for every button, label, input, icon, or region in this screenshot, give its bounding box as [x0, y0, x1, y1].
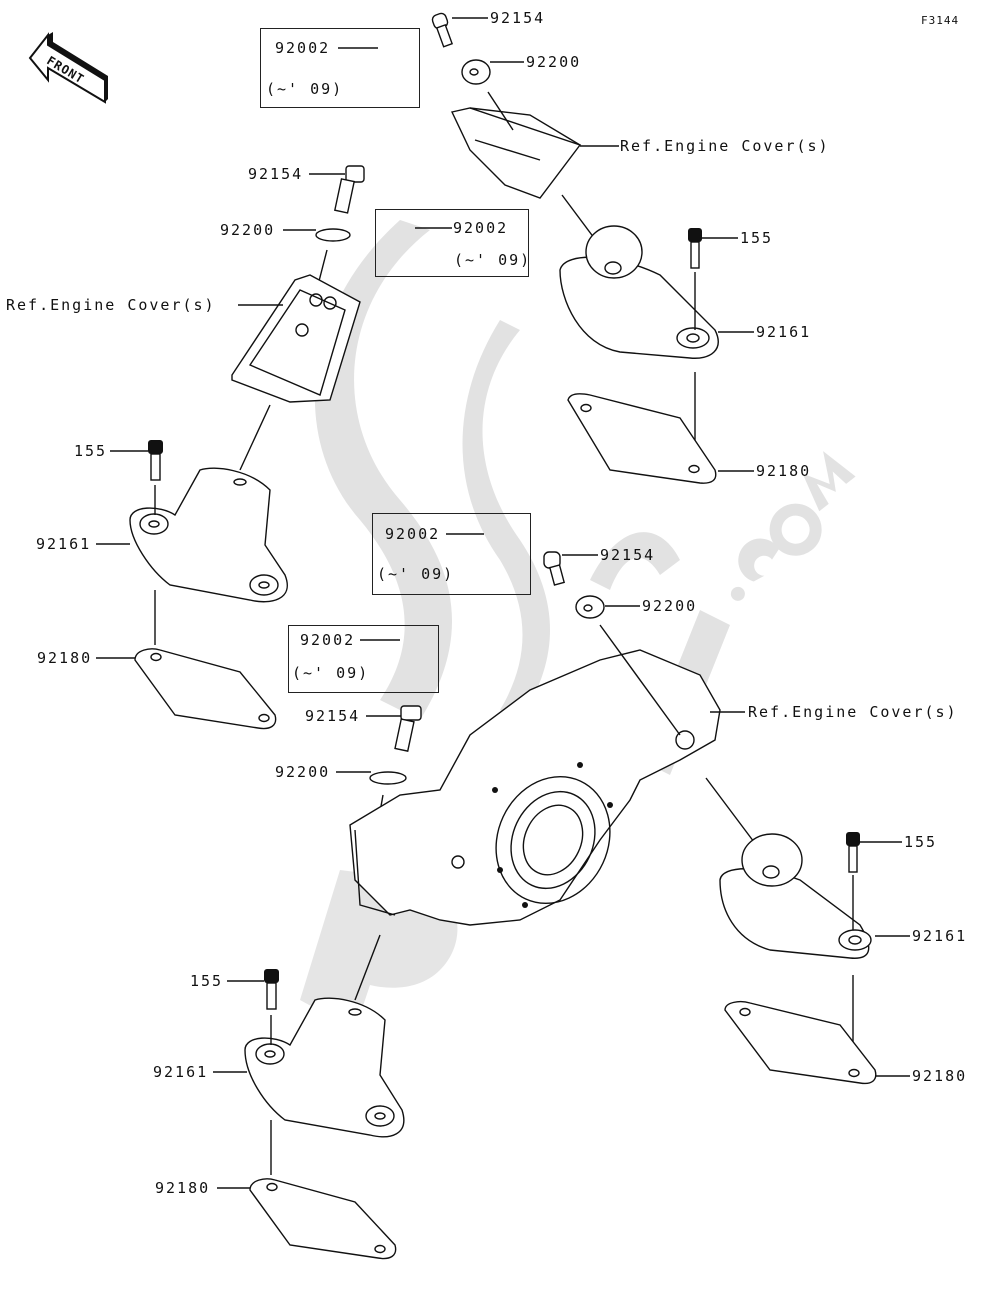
part-label-92002[interactable]: 92002: [453, 219, 509, 237]
part-label-92002[interactable]: 92002: [275, 39, 331, 57]
year-note: (~' 09): [266, 80, 344, 98]
center-washer-icon: [575, 595, 605, 619]
year-note: (~' 09): [377, 565, 455, 583]
left-washer-icon: [315, 228, 351, 242]
part-label-92161[interactable]: 92161: [153, 1063, 209, 1081]
part-label-92161[interactable]: 92161: [756, 323, 812, 341]
part-label-92180[interactable]: 92180: [37, 649, 93, 667]
part-label-155[interactable]: 155: [740, 229, 774, 247]
part-label-92180[interactable]: 92180: [756, 462, 812, 480]
top-bolt-icon: [431, 12, 454, 48]
figure-id: F3144: [921, 14, 960, 27]
leader-lines: [96, 17, 910, 1189]
center-bolt-icon: [543, 551, 566, 586]
ref-engine-cover-label[interactable]: Ref.Engine Cover(s): [6, 296, 216, 314]
mount-bolt-icon-top-right: [688, 228, 702, 269]
part-label-92200[interactable]: 92200: [220, 221, 276, 239]
plate-icon-left: [134, 648, 277, 730]
part-label-92154[interactable]: 92154: [600, 546, 656, 564]
part-label-155[interactable]: 155: [904, 833, 938, 851]
ref-engine-cover-label[interactable]: Ref.Engine Cover(s): [748, 703, 958, 721]
part-label-92154[interactable]: 92154: [248, 165, 304, 183]
note-box-center: [372, 513, 531, 595]
part-label-92002[interactable]: 92002: [300, 631, 356, 649]
part-label-92180[interactable]: 92180: [912, 1067, 968, 1085]
mount-icon-bottom-right: [719, 833, 872, 959]
left-bracket-icon: [231, 274, 361, 403]
mount-bolt-icon-bottom-left: [264, 969, 279, 1010]
part-label-92154[interactable]: 92154: [490, 9, 546, 27]
plate-icon-bottom-left: [249, 1178, 397, 1260]
part-label-92002[interactable]: 92002: [385, 525, 441, 543]
front-arrow-icon: [28, 32, 108, 104]
part-label-92200[interactable]: 92200: [275, 763, 331, 781]
part-label-92200[interactable]: 92200: [642, 597, 698, 615]
part-label-92161[interactable]: 92161: [36, 535, 92, 553]
year-note: (~' 09): [454, 251, 532, 269]
part-label-92180[interactable]: 92180: [155, 1179, 211, 1197]
note-box-lower: [288, 625, 439, 693]
lower-bolt-icon: [394, 705, 422, 752]
mount-icon-left: [129, 467, 288, 603]
mount-icon-bottom-left: [244, 997, 405, 1138]
year-note: (~' 09): [292, 664, 370, 682]
part-label-92161[interactable]: 92161: [912, 927, 968, 945]
ref-engine-cover-label[interactable]: Ref.Engine Cover(s): [620, 137, 830, 155]
part-label-92200[interactable]: 92200: [526, 53, 582, 71]
top-bracket-icon: [450, 107, 582, 199]
plate-icon-top-right: [567, 393, 717, 484]
mount-icon-top-right: [559, 225, 719, 359]
part-label-92154[interactable]: 92154: [305, 707, 361, 725]
part-label-155[interactable]: 155: [74, 442, 108, 460]
lower-washer-icon: [369, 771, 407, 785]
part-label-155[interactable]: 155: [190, 972, 224, 990]
mount-bolt-icon-left: [148, 440, 163, 481]
left-bolt-icon: [333, 165, 365, 214]
note-box-top: [260, 28, 420, 108]
mount-bolt-icon-bottom-right: [846, 832, 860, 873]
note-box-mid: [375, 209, 529, 277]
top-washer-icon: [461, 59, 491, 85]
engine-case-icon: [349, 649, 721, 926]
plate-icon-bottom-right: [724, 1001, 877, 1085]
